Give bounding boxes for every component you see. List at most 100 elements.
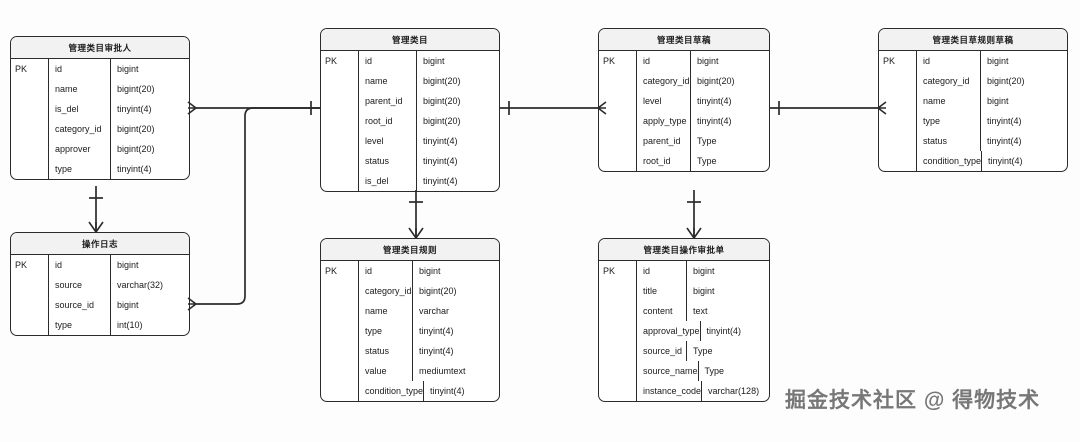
field-name: instance_code: [637, 381, 703, 401]
field-key-marker: [321, 301, 359, 321]
field-key-marker: [599, 321, 637, 341]
field-key-marker: [879, 111, 917, 131]
field-type: tinyint(4): [419, 326, 454, 336]
field-name: source_id: [637, 341, 687, 361]
field-name: source: [49, 275, 111, 295]
field-key-marker: [599, 151, 637, 171]
field-type: bigint(20): [117, 124, 155, 134]
field-type: mediumtext: [419, 366, 466, 376]
field-key-marker: [321, 341, 359, 361]
relationship-draft-approval: [686, 190, 702, 239]
field-key-marker: [11, 315, 49, 335]
field-key-marker: [599, 301, 637, 321]
field-row[interactable]: instance_code varchar(128): [599, 381, 769, 401]
field-type: tinyint(4): [423, 156, 458, 166]
field-key-marker: [11, 79, 49, 99]
field-row[interactable]: name bigint(20): [11, 79, 189, 99]
field-type: varchar(128): [708, 386, 760, 396]
field-name: category_id: [49, 119, 111, 139]
field-name: type: [917, 111, 981, 131]
field-type: bigint: [423, 56, 445, 66]
field-name: status: [917, 131, 981, 151]
field-key-marker: PK: [599, 51, 637, 71]
field-name: content: [637, 301, 687, 321]
field-type: bigint: [693, 266, 715, 276]
field-row[interactable]: content text: [599, 301, 769, 321]
field-type: tinyint(4): [419, 346, 454, 356]
field-key-marker: [11, 295, 49, 315]
relationship-category-draft: [500, 101, 607, 115]
field-name: id: [917, 51, 981, 71]
field-key-marker: [599, 361, 637, 381]
field-type: varchar: [419, 306, 450, 316]
field-type: bigint(20): [117, 84, 155, 94]
field-name: parent_id: [637, 131, 691, 151]
field-type: bigint(20): [419, 286, 457, 296]
field-name: id: [49, 59, 111, 79]
field-name: id: [637, 51, 691, 71]
field-key-marker: PK: [321, 51, 359, 71]
field-type: Type: [697, 156, 717, 166]
field-row[interactable]: category_id bigint(20): [11, 119, 189, 139]
field-name: id: [637, 261, 687, 281]
field-key-marker: [321, 321, 359, 341]
field-type: text: [693, 306, 708, 316]
field-name: name: [49, 79, 111, 99]
relationship-approver-oplog: [88, 186, 104, 233]
field-name: is_del: [359, 171, 417, 191]
field-type: tinyint(4): [706, 326, 742, 336]
field-key-marker: [11, 275, 49, 295]
watermark-text: 掘金技术社区 @ 得物技术: [785, 389, 1041, 412]
field-name: is_del: [49, 99, 111, 119]
field-type: bigint: [117, 260, 139, 270]
